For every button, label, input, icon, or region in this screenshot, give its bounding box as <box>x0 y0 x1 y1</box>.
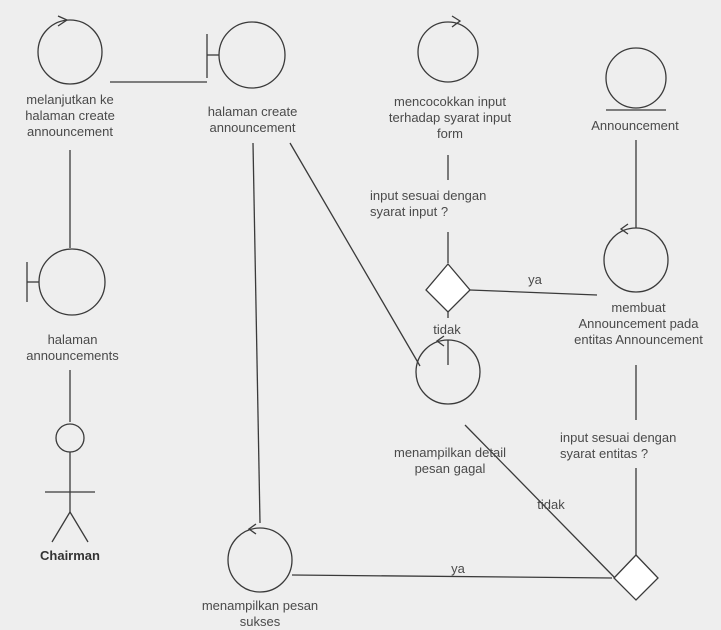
label-edge-d2-no: tidak <box>537 497 565 512</box>
label-mencocokkan: mencocokkan input terhadap syarat input … <box>388 94 512 141</box>
label-chairman: Chairman <box>40 548 100 563</box>
entity-icon-announcement <box>605 47 667 111</box>
control-icon-membuat <box>603 223 669 293</box>
control-icon-mencocokkan <box>417 15 479 83</box>
boundary-icon-halaman-create <box>206 21 286 89</box>
label-membuat: membuat Announcement pada entitas Announ… <box>574 300 703 347</box>
label-menampilkan-gagal: menampilkan detail pesan gagal <box>393 445 506 476</box>
control-icon-menampilkan-sukses <box>227 523 293 593</box>
label-edge-d1-no: tidak <box>433 322 461 337</box>
label-decision1-question: input sesuai dengan syarat input ? <box>370 188 487 219</box>
label-announcement-entity: Announcement <box>591 118 679 133</box>
edge-decision2-to-sukses <box>291 574 613 579</box>
decision2-diamond <box>613 554 659 601</box>
label-menampilkan-sukses: menampilkan pesan sukses <box>201 598 319 629</box>
label-edge-d2-yes: ya <box>451 561 465 576</box>
label-decision2-question: input sesuai dengan syarat entitas ? <box>560 430 677 461</box>
label-halaman-announcements: halaman announcements <box>26 332 119 363</box>
edge-decision2-to-gagal <box>464 424 616 579</box>
control-icon-melanjutkan <box>37 15 103 85</box>
boundary-icon-halaman-announcements <box>26 248 106 316</box>
decision1-diamond <box>425 262 471 313</box>
control-icon-menampilkan-gagal <box>415 335 481 405</box>
edge-decision1-to-membuat <box>469 289 598 296</box>
edge-halaman-create-to-sukses <box>252 142 261 524</box>
edge-halaman-create-to-gagal <box>289 142 421 367</box>
label-halaman-create: halaman create announcement <box>207 104 298 135</box>
label-edge-d1-yes: ya <box>528 272 542 287</box>
label-melanjutkan: melanjutkan ke halaman create announceme… <box>25 92 115 139</box>
actor-icon-chairman <box>45 423 95 543</box>
